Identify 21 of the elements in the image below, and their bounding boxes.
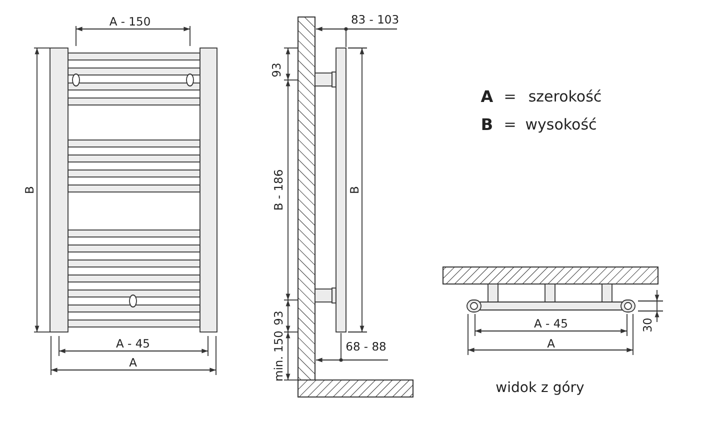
dimension-label: A - 150 [109,16,151,28]
dimension-label: A [129,357,137,369]
dimension-label: 93 [273,310,285,326]
legend-letter: B [480,117,494,133]
dimension-label: B [349,186,361,194]
dimension-label: B - 186 [273,168,285,212]
dimension-label: B [24,186,36,194]
view-caption: widok z góry [496,381,584,395]
dimension-label: min. 150 [273,330,285,382]
legend-text: szerokość [528,90,602,104]
dimension-label: 68 - 88 [346,341,386,353]
legend-letter: A [480,89,494,105]
dimension-label: A - 45 [116,338,150,350]
dimension-label: A [547,338,555,350]
equals-sign: = [504,118,516,132]
dimension-label: 93 [271,62,283,78]
dimension-label: A - 45 [534,318,568,330]
equals-sign: = [504,90,516,104]
dimension-label: 83 - 103 [350,14,400,26]
legend-text: wysokość [525,118,597,132]
dimension-label: 30 [642,318,654,332]
